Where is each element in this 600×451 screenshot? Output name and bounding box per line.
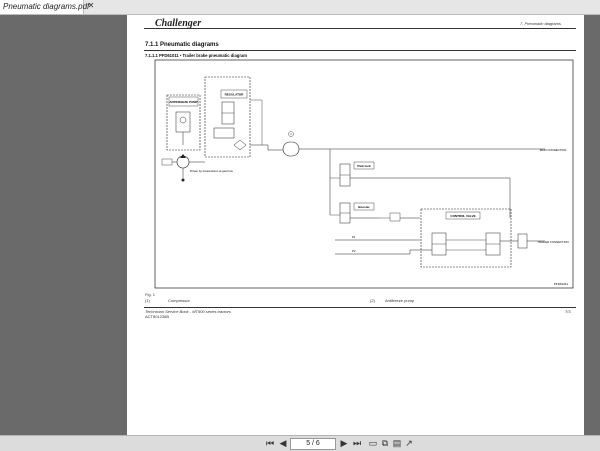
air-tank-symbol xyxy=(282,141,300,157)
antifreeze-label: ANTIFREEZE PUMP xyxy=(169,100,197,104)
footer-rule xyxy=(144,307,576,308)
legend-text-1: Compressor xyxy=(168,298,190,303)
previous-page-icon[interactable]: ◀ xyxy=(279,438,287,448)
fit-page-icon[interactable]: ↗ xyxy=(405,438,413,448)
section-rule xyxy=(144,50,576,51)
subsection-title: 7.1.1.1 PFD61011 • Trailer brake pneumat… xyxy=(145,53,248,58)
single-page-view-icon[interactable]: ▭ xyxy=(368,438,378,448)
first-page-icon[interactable]: ⏮ xyxy=(265,438,275,448)
header-rule xyxy=(144,28,576,29)
document-tab[interactable]: Pneumatic diagrams.pdf xyxy=(0,0,89,14)
regulator-box xyxy=(204,76,251,158)
regulator-label: REGULATOR xyxy=(225,93,245,97)
main-connection-label: MAIN CONNECTION xyxy=(540,148,567,152)
footer-page-number: 7/3 xyxy=(565,309,571,314)
section-title: 7.1.1 Pneumatic diagrams xyxy=(145,42,219,48)
close-icon[interactable]: ✕ xyxy=(87,1,95,10)
next-page-icon[interactable]: ▶ xyxy=(340,438,348,448)
p2-label: P2 xyxy=(352,249,356,253)
control-valve-box xyxy=(420,208,512,268)
footer-left-code: ACT801236B xyxy=(145,314,170,319)
trailer-connection-label: TRAILER CONNECTION xyxy=(537,240,568,244)
navigation-toolbar: ⏮ ◀ 5 / 6 ▶ ⏭ ▭ ⧉ ▤ ↗ xyxy=(0,435,600,451)
pdf-page xyxy=(127,15,584,436)
antifreeze-box xyxy=(166,94,201,151)
booster-label: Booster xyxy=(358,205,370,209)
tab-bar: Pneumatic diagrams.pdf ✕ xyxy=(0,0,600,15)
p1-label: P1 xyxy=(352,235,356,239)
control-valve-label: CONTROL VALVE xyxy=(450,214,475,218)
drive-note: Driven by transmission at gear low xyxy=(190,169,234,173)
brand-logo: Challenger xyxy=(155,18,202,29)
last-page-icon[interactable]: ⏭ xyxy=(352,438,362,448)
legend-num-1: (1) xyxy=(145,298,150,303)
legend-num-2: (2) xyxy=(370,298,375,303)
two-page-view-icon[interactable]: ⧉ xyxy=(381,438,389,448)
page-number-input[interactable]: 5 / 6 xyxy=(290,438,336,450)
footer-left-title: Technician Service Book - MT900 series t… xyxy=(145,309,231,314)
diagram-frame xyxy=(154,59,574,289)
fig-label: Fig. 1 xyxy=(145,292,156,297)
circle-label: 1 xyxy=(290,132,292,136)
park-lock-label: Park lock xyxy=(357,164,371,168)
continuous-view-icon[interactable]: ▤ xyxy=(392,438,402,448)
page-header-chapter: 7. Pneumatic diagrams xyxy=(520,21,561,26)
diagram-ref-id: PFD61011 xyxy=(554,282,568,286)
document-viewer[interactable] xyxy=(0,15,600,436)
legend-text-2: Antifreeze pump xyxy=(385,298,415,303)
